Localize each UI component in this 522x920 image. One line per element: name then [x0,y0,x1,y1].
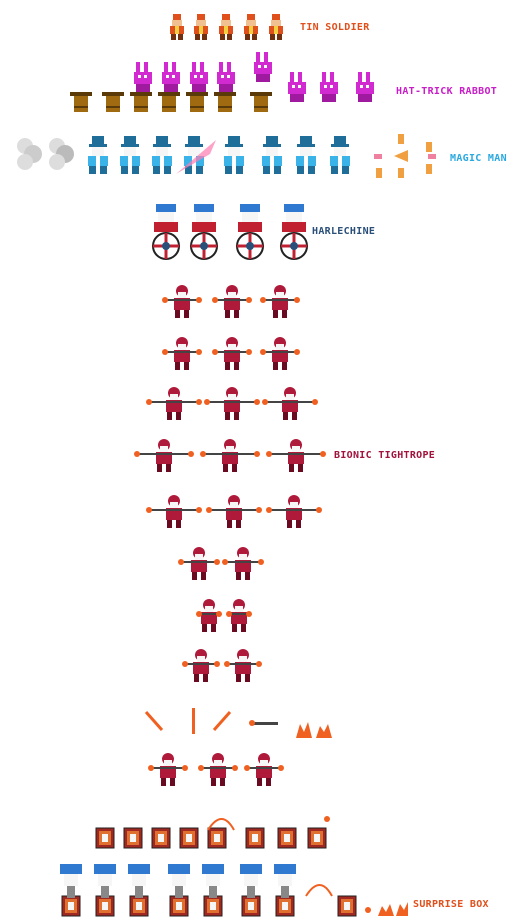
surprise-fire-sprite [365,902,408,916]
rabbot-sprite [134,62,152,92]
bionic-tightrope-sprite [204,387,260,420]
magic-man-sprite [262,136,282,174]
bionic-tightrope-sprite [178,547,220,580]
hat-sprite [214,92,236,112]
rabbot-sprite [254,52,272,82]
tin-soldier-label: TIN SOLDIER [300,22,370,33]
rabbot-sprite [217,62,235,92]
smoke-cloud-sprite [17,138,42,170]
jack-in-box-sprite [128,864,150,898]
hat-sprite [250,92,272,112]
bionic-tightrope-sprite [212,337,252,370]
magic-man-sprite [296,136,316,174]
surprise-box-sprite [169,895,189,917]
surprise-box-sprite [277,827,297,849]
jack-in-box-sprite [240,864,262,898]
surprise-box-sprite [129,895,149,917]
bionic-tightrope-sprite [182,649,220,682]
tin-soldier-sprite [170,14,184,40]
tightrope-props-sprite [144,708,278,734]
box-lid-sprite [305,884,333,897]
jack-in-box-sprite [94,864,116,898]
magic-man-sprite [120,136,140,174]
tin-soldier-sprite [244,14,258,40]
hat-sprite [102,92,124,112]
bionic-tightrope-sprite [198,753,238,786]
bionic-tightrope-sprite [222,547,264,580]
magic-man-sprite [224,136,244,174]
bionic-tightrope-sprite [146,495,202,528]
rabbot-sprite [190,62,208,92]
harlechine-sprite [190,204,218,260]
bionic-tightrope-sprite [260,285,300,318]
surprise-box-sprite [207,827,227,849]
surprise-box-sprite [337,895,357,917]
fire-sprite [296,722,332,738]
bionic-tightrope-sprite [212,285,252,318]
rabbot-sprite [320,72,338,102]
hat-sprite [186,92,208,112]
harlechine-sprite [280,204,308,260]
rabbot-sprite [162,62,180,92]
surprise-box-sprite [123,827,143,849]
surprise-box-sprite [275,895,295,917]
surprise-box-sprite [95,895,115,917]
bionic-tightrope-sprite [262,387,318,420]
surprise-box-sprite [151,827,171,849]
jack-in-box-sprite [274,864,296,898]
smoke-cloud-sprite [49,138,74,170]
magic-slash-sprite [176,140,216,174]
magic-man-sprite [330,136,350,174]
surprise-box-sprite [95,827,115,849]
hat-trick-rabbot-label: HAT-TRICK RABBOT [396,86,498,97]
bionic-tightrope-sprite [200,439,260,472]
magic-man-sprite [152,136,172,174]
harlechine-sprite [152,204,180,260]
magic-cards-sprite [374,134,436,178]
bionic-tightrope-sprite [226,599,252,632]
bionic-tightrope-sprite [162,285,202,318]
tin-soldier-sprite [194,14,208,40]
harlechine-label: HARLECHINE [312,226,376,237]
bionic-tightrope-sprite [206,495,262,528]
bionic-tightrope-sprite [196,599,222,632]
surprise-box-sprite [241,895,261,917]
surprise-box-sprite [179,827,199,849]
tin-soldier-sprite [269,14,283,40]
box-lid-sprite [207,818,235,831]
bionic-tightrope-label: BIONIC TIGHTROPE [334,450,436,461]
surprise-box-label: SURPRISE BOX [413,899,489,910]
magic-man-label: MAGIC MAN [450,153,507,164]
bionic-tightrope-sprite [146,387,202,420]
bionic-tightrope-sprite [266,495,322,528]
surprise-box-sprite [203,895,223,917]
spark-sprite [324,816,330,822]
bionic-tightrope-sprite [162,337,202,370]
hat-sprite [130,92,152,112]
hat-sprite [70,92,92,112]
jack-in-box-sprite [60,864,82,898]
surprise-box-sprite [61,895,81,917]
hat-sprite [158,92,180,112]
surprise-box-sprite [307,827,327,849]
bionic-tightrope-sprite [134,439,194,472]
jack-in-box-sprite [202,864,224,898]
rabbot-sprite [356,72,374,102]
rabbot-sprite [288,72,306,102]
jack-in-box-sprite [168,864,190,898]
tin-soldier-sprite [219,14,233,40]
bionic-tightrope-sprite [260,337,300,370]
bionic-tightrope-sprite [224,649,262,682]
surprise-box-sprite [245,827,265,849]
bionic-tightrope-sprite [244,753,284,786]
bionic-tightrope-sprite [266,439,326,472]
harlechine-sprite [236,204,264,260]
magic-man-sprite [88,136,108,174]
bionic-tightrope-sprite [148,753,188,786]
